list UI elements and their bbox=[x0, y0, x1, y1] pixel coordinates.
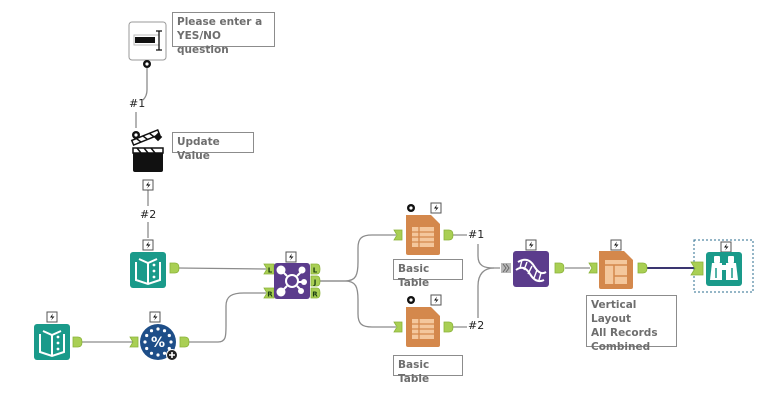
tool-table-2[interactable] bbox=[393, 294, 454, 347]
anchor-label: L bbox=[313, 267, 318, 275]
join-icon bbox=[276, 265, 307, 297]
lightning-icon bbox=[146, 241, 151, 249]
annotation-action: Update Value bbox=[172, 132, 254, 162]
anchor-label: R bbox=[312, 291, 318, 299]
annotation-layout: Vertical Layout All Records Combined bbox=[586, 295, 677, 353]
join-output-right-anchor[interactable]: R bbox=[310, 287, 321, 299]
table-icon bbox=[412, 227, 434, 247]
dna-icon bbox=[515, 258, 547, 283]
tool-action[interactable] bbox=[130, 128, 164, 191]
annotation-text-box: Please enter a YES/NO question bbox=[172, 12, 275, 56]
output-anchor[interactable] bbox=[554, 262, 565, 274]
connection-table2-to-union[interactable] bbox=[452, 267, 495, 328]
binoculars-icon bbox=[710, 256, 738, 280]
lightning-icon bbox=[146, 181, 151, 189]
tool-browse[interactable] bbox=[690, 239, 754, 293]
connection-label-table2-out: #2 bbox=[468, 319, 485, 332]
connection-label-action-in: #1 bbox=[129, 97, 146, 110]
lightning-icon bbox=[434, 204, 439, 212]
join-output-join-anchor[interactable]: J bbox=[310, 275, 321, 287]
input-anchor[interactable] bbox=[690, 261, 704, 276]
text-input-icon bbox=[133, 30, 162, 51]
tool-layout[interactable] bbox=[588, 239, 648, 289]
annotation-table-2: Basic Table bbox=[393, 355, 463, 385]
output-anchor[interactable] bbox=[72, 336, 83, 348]
connection-formula-to-join-right[interactable] bbox=[180, 292, 266, 343]
connection-label-table1-out: #1 bbox=[468, 228, 485, 241]
lightning-icon bbox=[289, 253, 294, 261]
input-anchor[interactable] bbox=[588, 262, 598, 274]
tool-input-data-2[interactable] bbox=[34, 311, 83, 360]
input-anchor[interactable] bbox=[393, 229, 403, 241]
connection-join-to-table2[interactable] bbox=[320, 280, 396, 328]
join-input-right-anchor[interactable]: R bbox=[263, 287, 275, 299]
layout-icon bbox=[605, 260, 627, 284]
output-anchor[interactable] bbox=[637, 262, 648, 274]
tool-formula[interactable]: % bbox=[129, 311, 190, 361]
lightning-icon bbox=[724, 243, 729, 251]
connections bbox=[76, 68, 590, 343]
input-anchor[interactable] bbox=[129, 336, 139, 348]
annotation-table-1: Basic Table bbox=[393, 259, 463, 289]
table-icon bbox=[412, 319, 434, 339]
connection-label-input-q: #2 bbox=[140, 208, 157, 221]
tool-text-box[interactable] bbox=[128, 21, 167, 68]
tool-input-data-1[interactable] bbox=[130, 239, 180, 288]
connection-join-to-table1[interactable] bbox=[320, 234, 396, 282]
anchor-label: L bbox=[268, 267, 273, 275]
clapperboard-icon bbox=[130, 128, 164, 172]
join-input-left-anchor[interactable]: L bbox=[263, 263, 275, 275]
svg-text:%: % bbox=[151, 335, 165, 351]
book-icon bbox=[39, 330, 65, 358]
tool-join[interactable]: L R L J R bbox=[263, 251, 321, 299]
anchor-label: R bbox=[267, 291, 273, 299]
lightning-icon bbox=[614, 241, 619, 249]
input-anchor[interactable] bbox=[393, 321, 403, 333]
lightning-icon bbox=[529, 241, 534, 249]
book-icon bbox=[135, 258, 161, 286]
connection-textbox-to-action[interactable] bbox=[135, 68, 148, 128]
lightning-icon bbox=[153, 313, 158, 321]
anchor-label: J bbox=[313, 279, 317, 287]
tool-table-1[interactable] bbox=[393, 202, 454, 255]
output-anchor[interactable] bbox=[169, 262, 180, 274]
output-anchor[interactable] bbox=[443, 229, 454, 241]
lightning-icon bbox=[434, 296, 439, 304]
join-output-left-anchor[interactable]: L bbox=[310, 263, 321, 275]
connection-input1-to-join-left[interactable] bbox=[177, 267, 267, 270]
output-anchor[interactable] bbox=[443, 321, 454, 333]
tool-union[interactable] bbox=[501, 239, 565, 287]
lightning-icon bbox=[50, 313, 55, 321]
output-anchor[interactable] bbox=[179, 336, 190, 348]
percent-icon: % bbox=[143, 327, 173, 357]
multi-input-anchor[interactable] bbox=[501, 263, 511, 273]
